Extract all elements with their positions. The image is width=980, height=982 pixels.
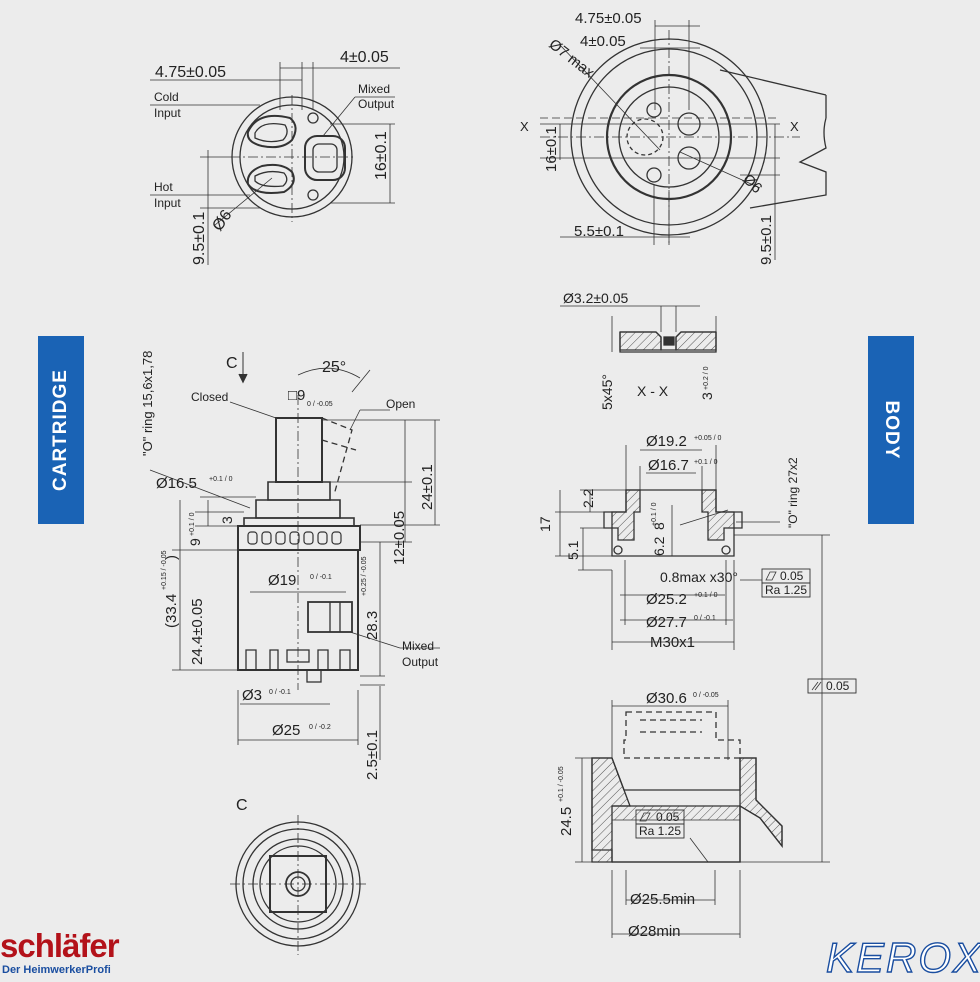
- tl-hot: Hot: [154, 180, 173, 194]
- body-tab: BODY: [868, 336, 914, 524]
- cart-d165: Ø16.5: [156, 475, 197, 492]
- body-d277-tol: 0 / -0.1: [694, 615, 716, 622]
- cart-d25: Ø25: [272, 722, 300, 739]
- cartridge-tab-label: CARTRIDGE: [50, 369, 71, 491]
- tl-mixed-sub: Output: [358, 97, 395, 111]
- cart-v334: (33.4: [163, 594, 180, 628]
- tl-mixed: Mixed: [358, 82, 390, 96]
- body-d28: Ø28min: [628, 923, 681, 940]
- schlaefer-logo: schläfer Der HeimwerkerProfi: [0, 927, 120, 977]
- cart-d165-tol: +0.1 / 0: [209, 476, 233, 483]
- tr-dim-95: 9.5±0.1: [758, 215, 775, 265]
- tl-hot-sub: Input: [154, 196, 181, 210]
- body-v8-tol: +0.1 / 0: [651, 502, 658, 526]
- cart-v283: 28.3: [364, 611, 381, 640]
- body-section-upper: [555, 445, 857, 862]
- cart-v24: 24±0.1: [419, 464, 436, 510]
- cart-v334-close: ): [163, 555, 180, 560]
- tl-dim-b: 4±0.05: [340, 49, 389, 66]
- tr-x-left: X: [520, 119, 529, 134]
- cart-d3-tol: 0 / -0.1: [269, 689, 291, 696]
- cart-v244: 24.4±0.05: [189, 598, 206, 665]
- xx-depth: 3: [699, 392, 715, 400]
- tr-dim-a: 4.75±0.05: [575, 10, 642, 27]
- schlaefer-logo-name: schläfer: [0, 927, 120, 964]
- body-v245: 24.5: [558, 807, 575, 836]
- cart-v3: 3: [219, 516, 235, 524]
- body-d167-tol: +0.1 / 0: [694, 459, 718, 466]
- cart-v9: 9: [187, 538, 203, 546]
- body-d167: Ø16.7: [648, 457, 689, 474]
- body-d306: Ø30.6: [646, 690, 687, 707]
- cart-d19-tol: 0 / -0.1: [310, 574, 332, 581]
- tl-cold: Cold: [154, 90, 179, 104]
- xx-label: X - X: [637, 383, 669, 399]
- tl-dim-a: 4.75±0.05: [155, 64, 226, 81]
- tr-dim-b: 4±0.05: [580, 33, 626, 50]
- body-top-view: [540, 20, 827, 260]
- body-d252-tol: +0.1 / 0: [694, 592, 718, 599]
- tr-dim-16: 16±0.1: [543, 126, 560, 172]
- schlaefer-logo-tagline: Der HeimwerkerProfi: [2, 964, 111, 976]
- cart-open: Open: [386, 397, 415, 411]
- cart-mixed: Mixed: [402, 639, 434, 653]
- cart-v12: 12±0.05: [391, 511, 408, 565]
- tr-dim-55: 5.5±0.1: [574, 223, 624, 240]
- body-flat2: 0.05: [656, 810, 680, 824]
- view-c: [230, 815, 366, 955]
- body-v51: 5.1: [565, 540, 581, 560]
- tl-dim-95: 9.5±0.1: [191, 212, 208, 265]
- body-v62: 6.2: [651, 536, 667, 556]
- xx-depth-tol: +0.2 / 0: [703, 366, 710, 390]
- body-d192: Ø19.2: [646, 433, 687, 450]
- section-x-x: [560, 305, 717, 353]
- cartridge-tab: CARTRIDGE: [38, 336, 84, 524]
- tr-x-right: X: [790, 119, 799, 134]
- cart-v334-tol: +0.15 / -0.05: [161, 550, 168, 590]
- body-d252: Ø25.2: [646, 591, 687, 608]
- body-section-lower: [575, 700, 830, 938]
- body-tab-label: BODY: [881, 400, 902, 460]
- body-flat1: 0.05: [780, 569, 804, 583]
- cart-v283-tol: +0.25 / -0.05: [361, 556, 368, 596]
- xx-chamfer: 5x45°: [599, 374, 615, 410]
- body-v245-tol: +0.1 / -0.05: [558, 766, 565, 802]
- body-d255: Ø25.5min: [630, 891, 695, 908]
- body-d277: Ø27.7: [646, 614, 687, 631]
- cartridge-side-view: [149, 352, 440, 760]
- cart-d19: Ø19: [268, 572, 296, 589]
- body-v8: 8: [651, 522, 667, 530]
- body-ra1: Ra 1.25: [765, 583, 807, 597]
- tl-dim-16: 16±0.1: [373, 131, 390, 180]
- cart-d3: Ø3: [242, 687, 262, 704]
- body-d306-tol: 0 / -0.05: [693, 692, 719, 699]
- cart-oring: "O" ring 15,6x1,78: [140, 351, 155, 456]
- cartridge-bottom-view: [150, 62, 400, 265]
- body-v17: 17: [537, 516, 553, 532]
- tl-cold-sub: Input: [154, 106, 181, 120]
- cart-c: C: [226, 355, 238, 372]
- body-oring: "O" ring 27x2: [786, 457, 800, 528]
- cart-mixed-sub: Output: [402, 655, 439, 669]
- body-ra2: Ra 1.25: [639, 824, 681, 838]
- cart-sq9: □9: [288, 387, 305, 404]
- body-v22: 2.2: [580, 488, 596, 508]
- cart-sq9-tol: 0 / -0.05: [307, 401, 333, 408]
- body-chamfer: 0.8max x30°: [660, 569, 738, 585]
- cart-angle: 25°: [322, 359, 346, 376]
- cart-v25: 2.5±0.1: [364, 730, 381, 780]
- cart-closed: Closed: [191, 390, 228, 404]
- body-d192-tol: +0.05 / 0: [694, 435, 722, 442]
- drawing-labels: 4.75±0.05 4±0.05 Cold Input Hot Input Mi…: [140, 10, 850, 940]
- kerox-logo: KEROX: [825, 933, 980, 981]
- body-par: 0.05: [826, 679, 850, 693]
- cart-d25-tol: 0 / -0.2: [309, 724, 331, 731]
- cart-v9-tol: +0.1 / 0: [189, 512, 196, 536]
- xx-dia: Ø3.2±0.05: [563, 290, 628, 306]
- view-c-label: C: [236, 797, 248, 814]
- body-m30: M30x1: [650, 634, 695, 651]
